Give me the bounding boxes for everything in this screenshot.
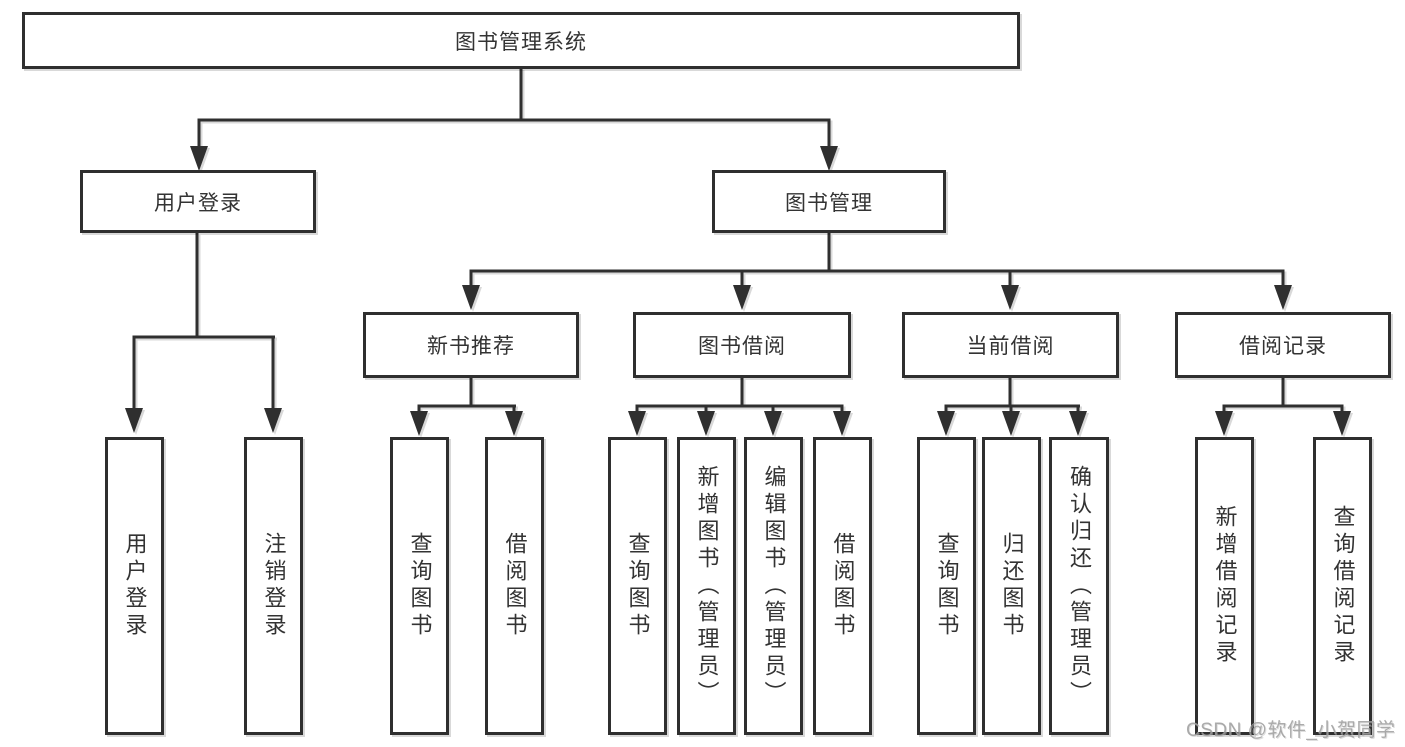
node-leaf-query-books-recommend: 查询图书 [390, 437, 449, 735]
node-label: 借阅记录 [1239, 335, 1327, 358]
node-label: 新增图书（管理员） [694, 464, 720, 708]
node-borrowing-records: 借阅记录 [1175, 312, 1391, 378]
node-leaf-logout: 注销登录 [244, 437, 303, 735]
node-leaf-add-borrow-record: 新增借阅记录 [1195, 437, 1254, 735]
node-label: 当前借阅 [966, 335, 1055, 358]
node-label: 查询图书 [407, 532, 433, 640]
node-user-login: 用户登录 [80, 170, 316, 233]
node-label: 编辑图书（管理员） [761, 464, 787, 708]
node-label: 新增借阅记录 [1212, 505, 1238, 667]
node-label: 注销登录 [261, 532, 287, 640]
node-label: 查询图书 [934, 532, 960, 640]
node-label: 用户登录 [154, 191, 242, 215]
node-current-borrowing: 当前借阅 [902, 312, 1119, 378]
node-label: 图书管理 [785, 191, 873, 215]
node-new-book-recommendation: 新书推荐 [363, 312, 579, 378]
node-label: 图书管理系统 [455, 30, 587, 54]
node-label: 确认归还（管理员） [1067, 464, 1092, 708]
node-leaf-query-borrow-record: 查询借阅记录 [1313, 437, 1372, 735]
node-label: 借阅图书 [502, 532, 528, 640]
node-library-management-system: 图书管理系统 [22, 12, 1020, 69]
node-leaf-add-book-admin: 新增图书（管理员） [677, 437, 736, 735]
node-book-management: 图书管理 [712, 170, 946, 233]
node-leaf-query-books-current: 查询图书 [917, 437, 976, 735]
node-label: 新书推荐 [427, 335, 515, 358]
node-leaf-query-books-borrow: 查询图书 [608, 437, 667, 735]
node-label: 查询借阅记录 [1330, 505, 1356, 667]
node-label: 归还图书 [999, 532, 1025, 640]
node-book-borrowing: 图书借阅 [633, 312, 851, 378]
node-label: 借阅图书 [830, 532, 856, 640]
node-label: 图书借阅 [698, 335, 786, 358]
node-leaf-return-books: 归还图书 [982, 437, 1041, 735]
node-leaf-confirm-return-admin: 确认归还（管理员） [1049, 437, 1109, 735]
node-label: 查询图书 [625, 532, 651, 640]
node-leaf-borrow-books-recommend: 借阅图书 [485, 437, 544, 735]
node-leaf-user-login: 用户登录 [105, 437, 164, 735]
csdn-watermark: CSDN @软件_小贺同学 [1186, 720, 1396, 741]
node-leaf-borrow-books: 借阅图书 [813, 437, 872, 735]
node-label: 用户登录 [122, 532, 148, 640]
node-leaf-edit-book-admin: 编辑图书（管理员） [744, 437, 803, 735]
